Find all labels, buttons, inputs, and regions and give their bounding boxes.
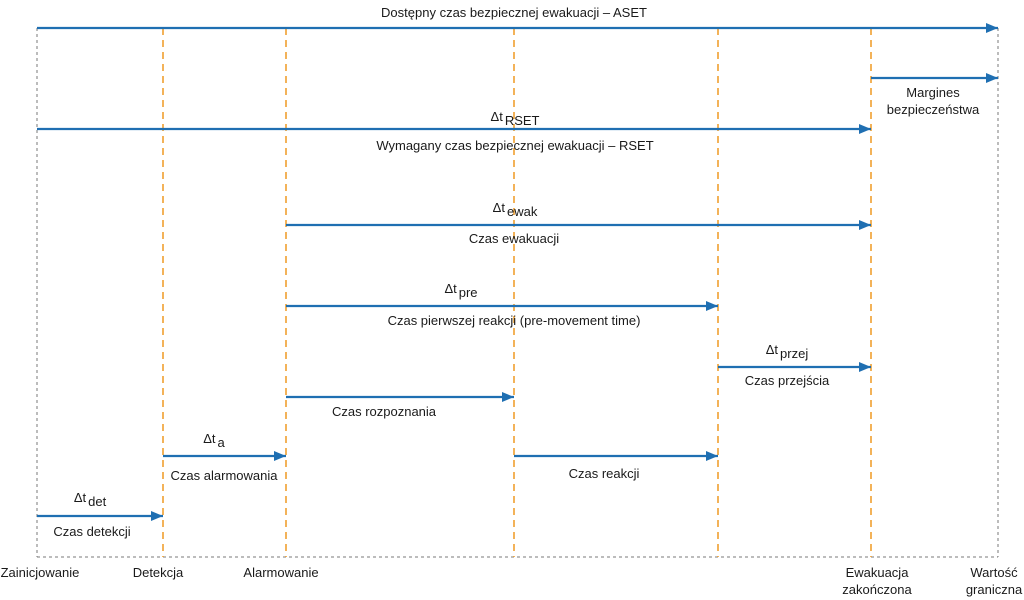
ewak-delta-subscript: ewak bbox=[507, 204, 538, 219]
arrow-labels: Dostępny czas bezpiecznej ewakuacji – AS… bbox=[53, 5, 980, 539]
rset-label: Wymagany czas bezpiecznej ewakuacji – RS… bbox=[376, 138, 653, 153]
milestone-ewakuacja-line1: Ewakuacja bbox=[846, 565, 910, 580]
milestone-wartosc-line2: graniczna bbox=[966, 582, 1023, 597]
milestone-ewakuacja-line2: zakończona bbox=[842, 582, 912, 597]
milestone-guides bbox=[162, 28, 872, 557]
alarm-delta-subscript: a bbox=[218, 435, 226, 450]
margin-label-line1: Margines bbox=[906, 85, 960, 100]
reakcja-label: Czas reakcji bbox=[569, 466, 640, 481]
milestone-labels: Zainicjowanie Detekcja Alarmowanie Ewaku… bbox=[1, 565, 1023, 597]
rozpoznanie-label: Czas rozpoznania bbox=[332, 404, 437, 419]
alarm-label: Czas alarmowania bbox=[171, 468, 279, 483]
aset-label: Dostępny czas bezpiecznej ewakuacji – AS… bbox=[381, 5, 647, 20]
timeline-frame bbox=[36, 28, 999, 558]
ewak-delta: Δt bbox=[493, 200, 506, 215]
alarm-delta: Δt bbox=[203, 431, 216, 446]
time-arrows bbox=[37, 23, 998, 521]
przej-delta-subscript: przej bbox=[780, 346, 808, 361]
pre-delta: Δt bbox=[444, 281, 457, 296]
pre-label: Czas pierwszej reakcji (pre-movement tim… bbox=[388, 313, 641, 328]
przej-delta: Δt bbox=[766, 342, 779, 357]
margin-label-line2: bezpieczeństwa bbox=[887, 102, 980, 117]
rset-delta: Δt bbox=[491, 109, 504, 124]
milestone-detekcja: Detekcja bbox=[133, 565, 184, 580]
det-delta: Δt bbox=[74, 490, 87, 505]
ewak-label: Czas ewakuacji bbox=[469, 231, 559, 246]
det-label: Czas detekcji bbox=[53, 524, 130, 539]
przej-label: Czas przejścia bbox=[745, 373, 830, 388]
rset-delta-subscript: RSET bbox=[505, 113, 540, 128]
det-delta-subscript: det bbox=[88, 494, 106, 509]
pre-delta-subscript: pre bbox=[459, 285, 478, 300]
milestone-zainicjowanie: Zainicjowanie bbox=[1, 565, 80, 580]
milestone-alarmowanie: Alarmowanie bbox=[243, 565, 318, 580]
milestone-wartosc-line1: Wartość bbox=[970, 565, 1018, 580]
